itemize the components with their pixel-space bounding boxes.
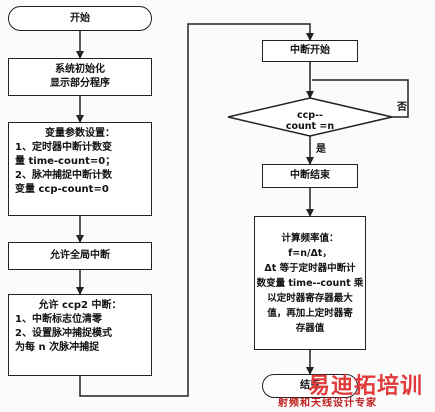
loop-no-branch — [312, 79, 409, 118]
calc-line-7: 存器值 — [295, 322, 325, 334]
start-terminal: 开始 — [8, 6, 152, 31]
int-start-label: 中断开始 — [290, 45, 330, 56]
calc-line-4: 数变量 time--count 乘 — [256, 277, 364, 289]
calc-line-5: 以定时器寄存器最大 — [267, 292, 353, 304]
decision-condition: ccp--count =n — [285, 110, 335, 132]
vars-line-3: 量 time-count=0； — [15, 156, 116, 167]
ccp2-interrupt-box: 允许 ccp2 中断： 1、中断标志位清零 2、设置脉冲捕捉模式 为每 n 次脉… — [8, 294, 152, 376]
end-terminal: 结束 — [262, 374, 358, 398]
ccp2-line-2: 1、中断标志位清零 — [15, 314, 102, 325]
vars-line-1: 变量参数设置： — [45, 128, 115, 139]
calc-line-6: 值，再加上定时器寄 — [267, 307, 353, 319]
decision-diamond — [227, 97, 393, 137]
vars-line-2: 1、定时器中断计数变 — [15, 142, 112, 153]
end-label: 结束 — [300, 380, 320, 391]
global-label: 允许全局中断 — [50, 250, 110, 261]
vars-line-4: 2、脉冲捕捉中断计数 — [15, 170, 112, 181]
vars-line-5: 变量 ccp-count=0 — [15, 184, 109, 195]
start-label: 开始 — [70, 12, 90, 24]
frequency-calc-box: 计算频率值： f=n/Δt， Δt 等于定时器中断计 数变量 time--cou… — [254, 216, 366, 350]
init-line-2: 显示部分程序 — [50, 78, 110, 89]
ccp2-line-4: 为每 n 次脉冲捕捉 — [15, 342, 100, 353]
calc-line-1: 计算频率值： — [281, 232, 339, 244]
connector-left-to-right — [79, 23, 314, 397]
calc-line-3: Δt 等于定时器中断计 — [264, 262, 356, 274]
variable-setup-box: 变量参数设置： 1、定时器中断计数变 量 time-count=0； 2、脉冲捕… — [8, 122, 152, 216]
ccp2-line-1: 允许 ccp2 中断： — [38, 300, 122, 311]
calc-line-2: f=n/Δt， — [288, 247, 332, 259]
int-end-label: 中断结束 — [290, 170, 330, 181]
init-line-1: 系统初始化 — [55, 64, 105, 75]
ccp2-line-3: 2、设置脉冲捕捉模式 — [15, 328, 112, 339]
no-branch-label: 否 — [397, 102, 407, 113]
watermark-logo-text: 易迪拓培训 — [308, 374, 424, 399]
interrupt-end-box: 中断结束 — [262, 164, 358, 188]
init-process-box: 系统初始化 显示部分程序 — [8, 58, 152, 96]
watermark-slogan: 射频和天线设计专家 — [278, 398, 377, 409]
yes-branch-label: 是 — [316, 144, 326, 155]
enable-global-interrupt-box: 允许全局中断 — [8, 242, 152, 270]
interrupt-start-box: 中断开始 — [262, 40, 358, 62]
